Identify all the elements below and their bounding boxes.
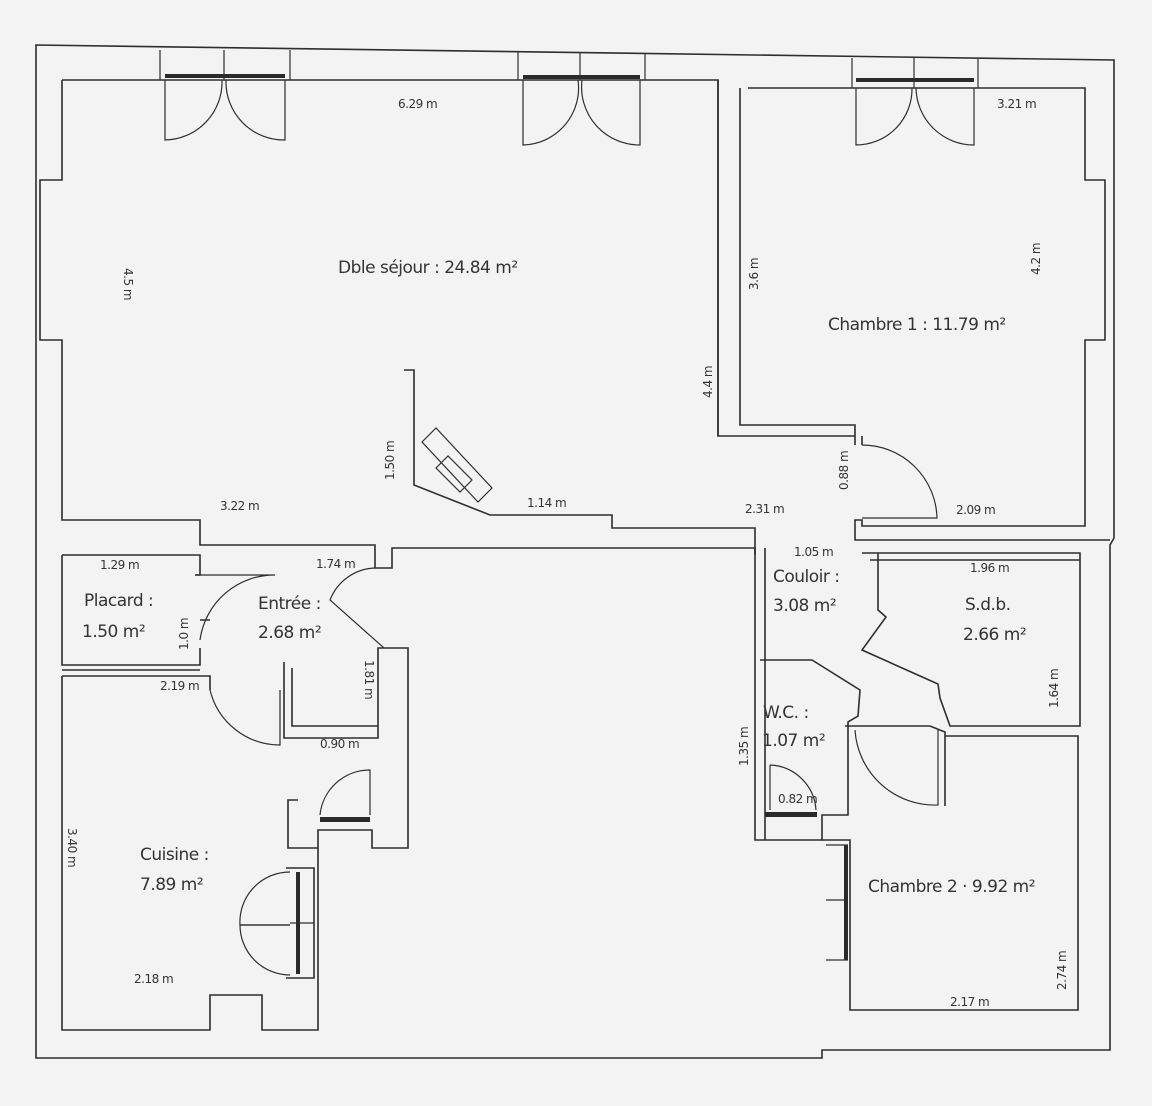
- dim-kitchen-bottom: 2.18 m: [134, 972, 173, 986]
- door-arc-sejour-1: [164, 79, 223, 141]
- dim-entree-side: 1.81 m: [362, 660, 376, 699]
- dim-passage: 0.90 m: [320, 737, 359, 751]
- dim-placard-side: 1.0 m: [177, 618, 191, 650]
- dim-placard-top: 1.29 m: [100, 558, 139, 572]
- dim-ch1-left: 3.6 m: [747, 258, 761, 290]
- door-arc-chambre1-1: [855, 87, 913, 146]
- window-kitchen-door: [290, 872, 314, 974]
- party-wall-sejour-chambre1: [717, 80, 863, 445]
- dim-sdb-top: 1.96 m: [970, 561, 1009, 575]
- dim-mid-wall: 1.14 m: [527, 496, 566, 510]
- door-arc-entree: [329, 567, 385, 649]
- window-sejour-right: [517, 52, 646, 80]
- room-label-placard: Placard :: [84, 591, 153, 611]
- dim-outer-mid: 4.4 m: [701, 366, 715, 398]
- door-arc-wc: [319, 769, 371, 816]
- dim-ch1-right: 4.2 m: [1029, 243, 1043, 275]
- door-swings: [164, 79, 975, 976]
- door-arc-sejour-3: [522, 79, 580, 146]
- dim-wc-door: 0.82 m: [778, 792, 817, 806]
- walls: [35, 44, 1115, 1059]
- dim-ch1-bottom-right: 2.09 m: [956, 503, 995, 517]
- room-area-placard: 1.50 m²: [82, 622, 145, 642]
- sdb-wall: [764, 548, 1081, 727]
- door-arc-cuisine: [209, 689, 281, 746]
- room-label-sejour: Dble séjour : 24.84 m²: [338, 258, 518, 278]
- room-label-chambre2: Chambre 2 · 9.92 m²: [868, 877, 1035, 897]
- window-entree-door: [320, 812, 817, 822]
- chimney-wall: [404, 369, 756, 555]
- door-arc-sejour-4: [580, 79, 641, 146]
- dimension-labels: 6.29 m 4.5 m 3.22 m 1.50 m 1.14 m 3.21 m…: [65, 97, 1069, 1009]
- room-labels: Dble séjour : 24.84 m² Chambre 1 : 11.79…: [82, 258, 1036, 897]
- dim-ch2-bottom: 2.17 m: [950, 995, 989, 1009]
- fireplace-symbol: [421, 427, 493, 503]
- window-chambre1: [851, 58, 979, 88]
- room-label-cuisine: Cuisine :: [140, 845, 209, 865]
- room-area-entree: 2.68 m²: [258, 623, 321, 643]
- dim-wc-side: 1.35 m: [737, 727, 751, 766]
- room-label-wc: W.C. :: [763, 703, 809, 723]
- room-label-sdb: S.d.b.: [965, 595, 1011, 615]
- dim-ch2-right: 2.74 m: [1055, 951, 1069, 990]
- door-arc-kitchen-2: [239, 924, 291, 976]
- dim-couloir-top: 1.05 m: [794, 545, 833, 559]
- dim-ch1-bottom-left: 2.31 m: [745, 502, 784, 516]
- window-chambre2: [826, 844, 848, 961]
- door-arc-placard: [195, 574, 276, 641]
- dim-sejour-bottom: 3.22 m: [220, 499, 259, 513]
- chambre2-wall: [822, 735, 1079, 1011]
- door-arc-wc-inner: [769, 764, 817, 811]
- dim-sdb-right: 1.64 m: [1047, 669, 1061, 708]
- door-arc-kitchen-1: [239, 871, 291, 926]
- dim-sejour-left: 4.5 m: [121, 268, 135, 300]
- room-label-couloir: Couloir :: [773, 567, 840, 587]
- room-area-wc: 1.07 m²: [762, 731, 825, 751]
- dim-kitchen-top: 2.19 m: [160, 679, 199, 693]
- door-arc-sejour-2: [225, 79, 286, 141]
- room-label-entree: Entrée :: [258, 594, 321, 614]
- room-area-cuisine: 7.89 m²: [140, 875, 203, 895]
- dim-sejour-top: 6.29 m: [398, 97, 437, 111]
- dim-entree-top: 1.74 m: [316, 557, 355, 571]
- door-arc-chambre1: [861, 444, 938, 519]
- door-arc-chambre1-2: [915, 87, 975, 146]
- door-arc-chambre2: [854, 729, 939, 806]
- room-label-chambre1: Chambre 1 : 11.79 m²: [828, 315, 1006, 335]
- dim-ch1-door: 0.88 m: [837, 451, 851, 490]
- room-area-couloir: 3.08 m²: [773, 596, 836, 616]
- wc-wall: [754, 555, 946, 841]
- room-area-sdb: 2.66 m²: [963, 625, 1026, 645]
- chambre1-wall: [748, 87, 1110, 541]
- dim-kitchen-left: 3.40 m: [65, 828, 79, 867]
- outer-wall: [35, 44, 1115, 1059]
- window-sejour-left: [159, 50, 291, 80]
- windows: [159, 50, 979, 974]
- dim-ch1-top: 3.21 m: [997, 97, 1036, 111]
- dim-chimney-side: 1.50 m: [383, 441, 397, 480]
